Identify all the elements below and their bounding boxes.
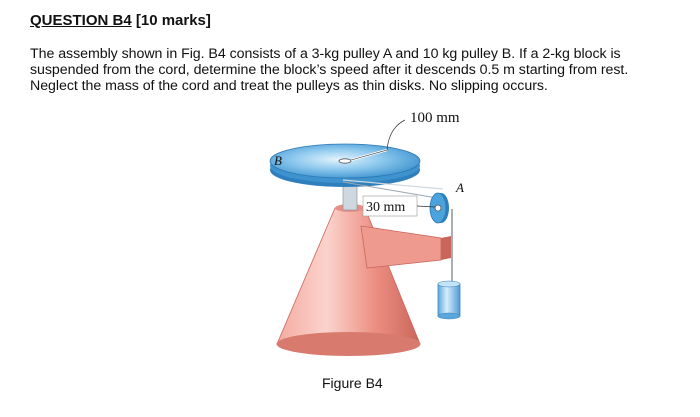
- radius-a-leader: [416, 205, 436, 208]
- question-line-1: The assembly shown in Fig. B4 consists o…: [30, 46, 621, 62]
- radius-b-label: 100 mm: [410, 110, 460, 126]
- question-text: The assembly shown in Fig. B4 consists o…: [30, 46, 680, 94]
- pulley-b-icon: [269, 143, 421, 187]
- cone-stand: [276, 204, 421, 356]
- hanging-block-icon: [437, 280, 461, 320]
- question-marks: [10 marks]: [131, 12, 211, 29]
- center-shaft: [342, 185, 358, 211]
- arm-bracket: [360, 225, 451, 269]
- pulley-a-label: A: [455, 180, 464, 195]
- radius-a-label: 30 mm: [366, 200, 405, 215]
- figure-caption: Figure B4: [322, 375, 383, 391]
- cord: [342, 179, 453, 284]
- pulley-assembly-figure: 100 mm 30 mm B A: [269, 110, 464, 356]
- question-heading: QUESTION B4 [10 marks]: [30, 12, 211, 29]
- question-number: QUESTION B4: [30, 12, 132, 29]
- question-line-2: suspended from the cord, determine the b…: [30, 62, 629, 78]
- question-line-3: Neglect the mass of the cord and treat t…: [30, 78, 548, 94]
- pulley-b-label: B: [274, 153, 282, 168]
- radius-b-leader: [386, 119, 406, 151]
- pulley-a-icon: [429, 192, 449, 224]
